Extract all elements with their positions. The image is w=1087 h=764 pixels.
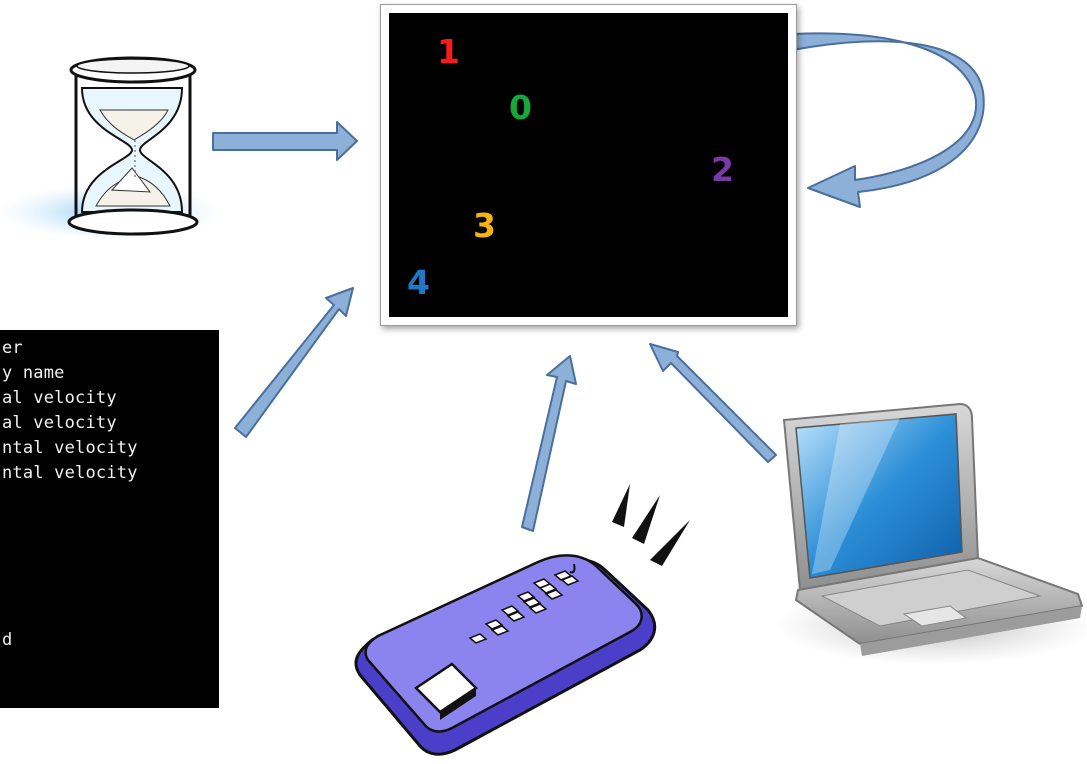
terminal-line: ntal velocity: [2, 463, 138, 483]
hourglass-icon: [0, 56, 222, 240]
terminal-panel: er y name al velocity al velocity ntal v…: [0, 330, 219, 708]
arrow-display-feedback-loop: [792, 32, 985, 208]
terminal-line: y name: [2, 363, 65, 383]
terminal-line: ntal velocity: [2, 438, 138, 458]
number-2: 2: [711, 150, 734, 189]
number-1: 1: [437, 32, 460, 71]
display-screen: 1 0 2 3 4: [389, 13, 788, 317]
remote-control-icon: [354, 484, 690, 756]
laptop-icon: [775, 402, 1087, 665]
arrow-hourglass-to-display: [212, 121, 358, 161]
arrow-laptop-to-display: [649, 343, 777, 463]
arrow-terminal-to-display: [234, 287, 354, 438]
terminal-line: er: [2, 338, 23, 358]
display-screen-frame: 1 0 2 3 4: [380, 4, 797, 326]
number-4: 4: [407, 263, 430, 302]
arrow-remote-to-display: [521, 355, 577, 532]
number-3: 3: [473, 206, 496, 245]
terminal-line: d: [2, 630, 13, 650]
terminal-line: al velocity: [2, 388, 117, 408]
terminal-line: al velocity: [2, 413, 117, 433]
number-0: 0: [509, 88, 532, 127]
